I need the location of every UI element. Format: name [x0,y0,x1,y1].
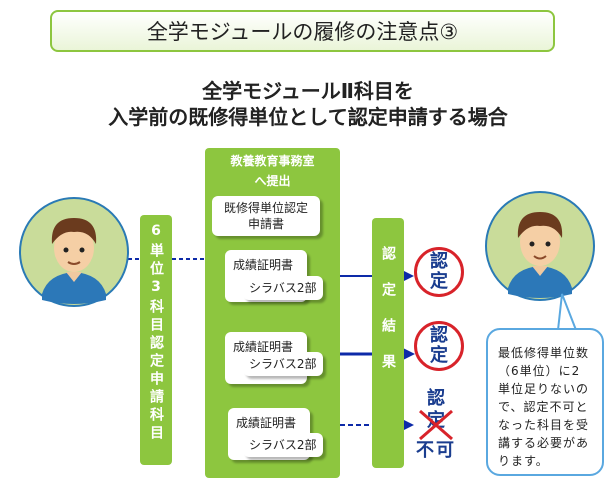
note-text: 最低修得単位数（6単位）に2単位足りないので、認定不可となった科目を受講する必要… [498,346,590,468]
syllabus-label: シラバス2部 [249,357,317,371]
syllabus-doc: シラバス2部 [243,433,323,457]
subtitle-line-2: 入学前の既修得単位として認定申請する場合 [108,105,508,129]
application-form-doc: 既修得単位認定 申請書 [212,196,320,236]
syllabus-label: シラバス2部 [249,438,317,452]
application-line-1: 既修得単位認定 [223,201,308,215]
syllabus-doc: シラバス2部 [243,276,323,300]
submission-header-line-2: へ提出 [254,174,291,188]
result-column: 認定結果 [372,218,404,468]
denied-line-2: 定 [427,410,445,431]
student-avatar-right [484,190,596,302]
courses-label: 6単位3科目認定申請科目 [148,223,164,443]
approved-line-2: 定 [430,345,448,366]
transcript-label: 成績証明書 [233,258,294,272]
approved-line-1: 認 [430,251,448,272]
submission-header-line-1: 教養教育事務室 [230,154,315,168]
result-label: 認定結果 [380,246,396,390]
page-title: 全学モジュールの履修の注意点③ [146,20,459,44]
bubble-tail [557,293,577,331]
note-bubble: 最低修得単位数（6単位）に2単位足りないので、認定不可となった科目を受講する必要… [486,328,604,476]
not-approved-label: 不可 [416,440,456,461]
cross-icon [419,409,453,441]
subtitle-line-1: 全学モジュールⅡ科目を [202,79,414,103]
transcript-label: 成績証明書 [236,416,297,430]
syllabus-label: シラバス2部 [249,281,317,295]
approved-line-2: 定 [430,271,448,292]
approved-line-1: 認 [430,325,448,346]
courses-column: 6単位3科目認定申請科目 [140,215,172,465]
approved-mark: 認 定 [414,321,464,371]
title-box: 全学モジュールの履修の注意点③ [50,10,555,52]
denied-mark: 認 定 [416,388,456,432]
transcript-label: 成績証明書 [233,340,294,354]
student-avatar-left [18,196,130,308]
denied-line-1: 認 [427,388,445,409]
approved-mark: 認 定 [414,247,464,297]
syllabus-doc: シラバス2部 [243,352,323,376]
application-line-2: 申請書 [247,217,284,231]
